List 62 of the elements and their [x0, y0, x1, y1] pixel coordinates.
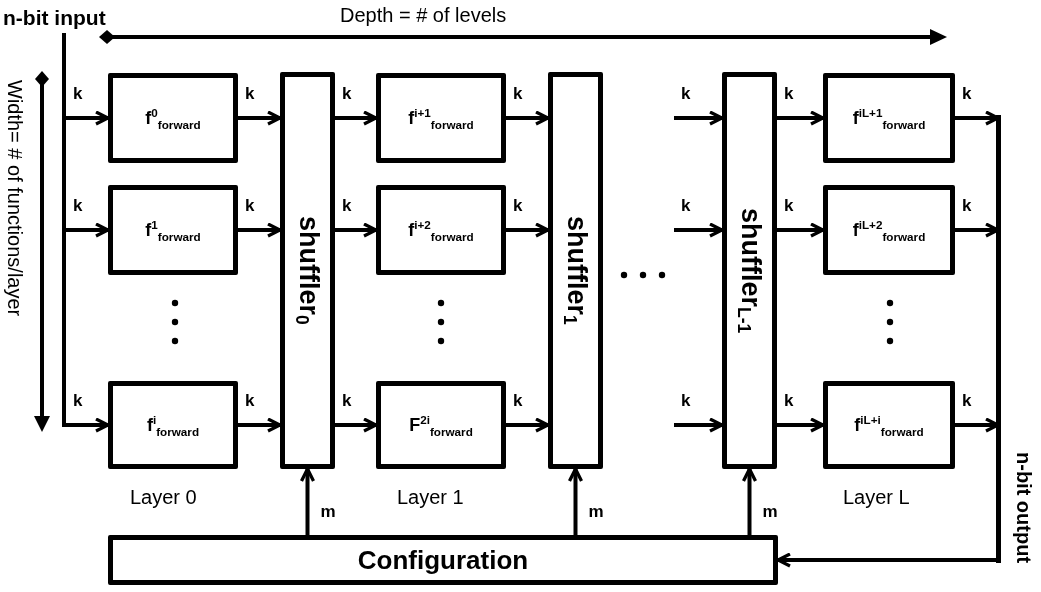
edge-label: k — [783, 85, 795, 102]
edge-label: k — [680, 392, 692, 409]
configuration-label: Configuration — [357, 544, 529, 576]
arrow — [674, 110, 724, 126]
edge-label: k — [72, 197, 84, 214]
function-box — [823, 381, 955, 469]
arrow — [777, 222, 825, 238]
arrow — [777, 110, 825, 126]
arrow — [776, 552, 999, 568]
arrow — [238, 222, 282, 238]
edge-label: k — [72, 392, 84, 409]
edge-label: k — [341, 197, 353, 214]
shuffler-box — [722, 72, 777, 469]
arrow — [62, 33, 110, 433]
configuration-box — [108, 535, 778, 585]
edge-label: k — [72, 85, 84, 102]
function-box — [108, 185, 238, 275]
edge-label: k — [680, 197, 692, 214]
arrow — [238, 110, 282, 126]
edge-label: k — [512, 392, 524, 409]
function-box — [108, 381, 238, 469]
arrow — [777, 417, 825, 433]
arrow — [506, 222, 550, 238]
dimension-label: Depth = # of levels — [340, 4, 507, 27]
arrow — [674, 417, 724, 433]
function-box — [823, 73, 955, 163]
arrow — [335, 417, 378, 433]
output-label: n-bit output — [1012, 451, 1035, 563]
function-box — [376, 185, 506, 275]
edge-label: k — [512, 85, 524, 102]
shuffler-box — [280, 72, 335, 469]
edge-label: k — [512, 197, 524, 214]
arrow — [506, 417, 550, 433]
function-box — [108, 73, 238, 163]
function-box — [376, 381, 506, 469]
edge-label: k — [680, 85, 692, 102]
arrow — [335, 222, 378, 238]
arrow — [567, 467, 584, 535]
dimension-label: Width= # of functions/layer — [3, 80, 26, 317]
function-box — [376, 73, 506, 163]
arrow — [674, 222, 724, 238]
edge-label: k — [341, 392, 353, 409]
edge-label: k — [961, 197, 973, 214]
edge-label: k — [244, 392, 256, 409]
layer-label: Layer 1 — [397, 486, 464, 509]
arrow — [335, 110, 378, 126]
edge-label: k — [341, 85, 353, 102]
arrow — [506, 110, 550, 126]
shuffler-box — [548, 72, 603, 469]
edge-label: k — [244, 197, 256, 214]
edge-label: k — [783, 392, 795, 409]
input-label-text: n-bit input — [3, 6, 106, 30]
arrow — [238, 417, 282, 433]
edge-label: k — [961, 392, 973, 409]
layer-label: Layer 0 — [130, 486, 197, 509]
arrow — [299, 467, 316, 535]
layer-label: Layer L — [843, 486, 910, 509]
arrow — [741, 467, 758, 535]
edge-label: k — [244, 85, 256, 102]
edge-label: k — [961, 85, 973, 102]
edge-label: k — [783, 197, 795, 214]
function-box — [823, 185, 955, 275]
